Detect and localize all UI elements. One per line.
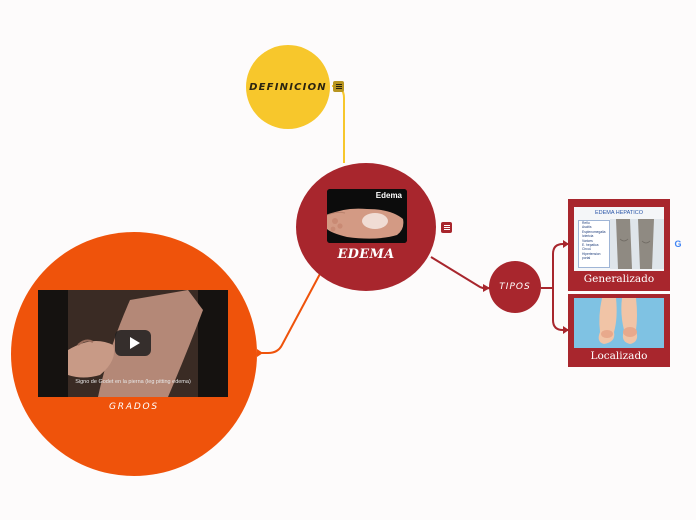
note-icon[interactable] (333, 81, 344, 92)
list-item: Ictericia (582, 234, 594, 239)
list-item: Varices (582, 238, 593, 243)
tipos-node[interactable]: TIPOS (489, 261, 541, 313)
card-generalizado[interactable]: EDEMA HEPATICO Reflu Ascitis Esplenomega… (568, 199, 670, 291)
link-tipos-generalizado (541, 243, 568, 289)
localizado-label: Localizado (590, 350, 648, 362)
link-edema-grados (258, 271, 322, 354)
link-tipos-localizado (552, 288, 568, 331)
note-icon[interactable] (441, 222, 452, 233)
list-item: Esplenomegalia (582, 229, 606, 234)
edema-hepatico-image: EDEMA HEPATICO Reflu Ascitis Esplenomega… (574, 207, 664, 271)
gen-image-title: EDEMA HEPATICO (594, 210, 644, 216)
localized-legs-image (574, 298, 664, 348)
edema-image-label: Edema (375, 191, 402, 200)
list-item: Circul. (582, 247, 592, 252)
edema-title: EDEMA (337, 247, 395, 262)
generalizado-link-arrow (563, 240, 569, 248)
play-icon[interactable] (115, 330, 151, 356)
link-edema-definicion (331, 85, 345, 163)
list-item: Reflu (582, 221, 590, 225)
generalizado-label: Generalizado (583, 273, 655, 285)
grados-video-thumbnail[interactable]: Signo de Godet en la pierna (leg pitting… (38, 290, 228, 397)
foot-illustration (327, 189, 407, 243)
definicion-label: DEFINICION (249, 81, 327, 93)
grados-node[interactable]: Signo de Godet en la pierna (leg pitting… (11, 232, 257, 476)
video-caption: Signo de Godet en la pierna (leg pitting… (75, 379, 191, 385)
legs-illustration (610, 219, 664, 269)
edema-central-node[interactable]: Edema EDEMA (296, 163, 436, 291)
edema-foot-image: Edema (327, 189, 407, 243)
card-localizado[interactable]: Localizado (568, 294, 670, 367)
definicion-node[interactable]: DEFINICION (246, 45, 330, 129)
tipos-label: TIPOS (499, 282, 531, 292)
tipos-link-arrow (483, 284, 490, 292)
grados-label: GRADOS (109, 402, 159, 412)
google-icon[interactable]: G (674, 239, 682, 249)
gen-image-list: Reflu Ascitis Esplenomegalia Ictericia V… (578, 220, 610, 268)
list-item: portal (582, 256, 591, 261)
legs-illustration (574, 298, 664, 348)
grados-link-arrow (257, 349, 263, 357)
localizado-link-arrow (563, 326, 569, 334)
link-edema-tipos (430, 256, 491, 290)
list-item: Hipertension (582, 251, 601, 256)
list-item: Ascitis (582, 225, 592, 230)
list-item: E. hepatica (582, 243, 599, 248)
